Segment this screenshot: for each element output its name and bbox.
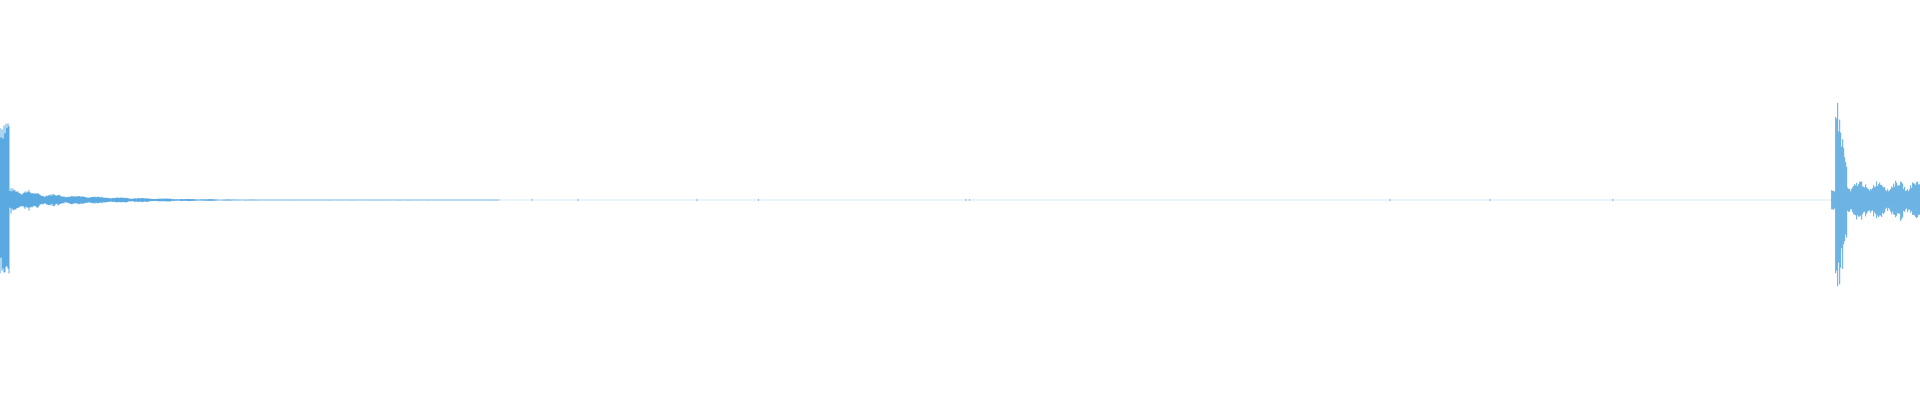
waveform-bars xyxy=(0,102,1920,287)
